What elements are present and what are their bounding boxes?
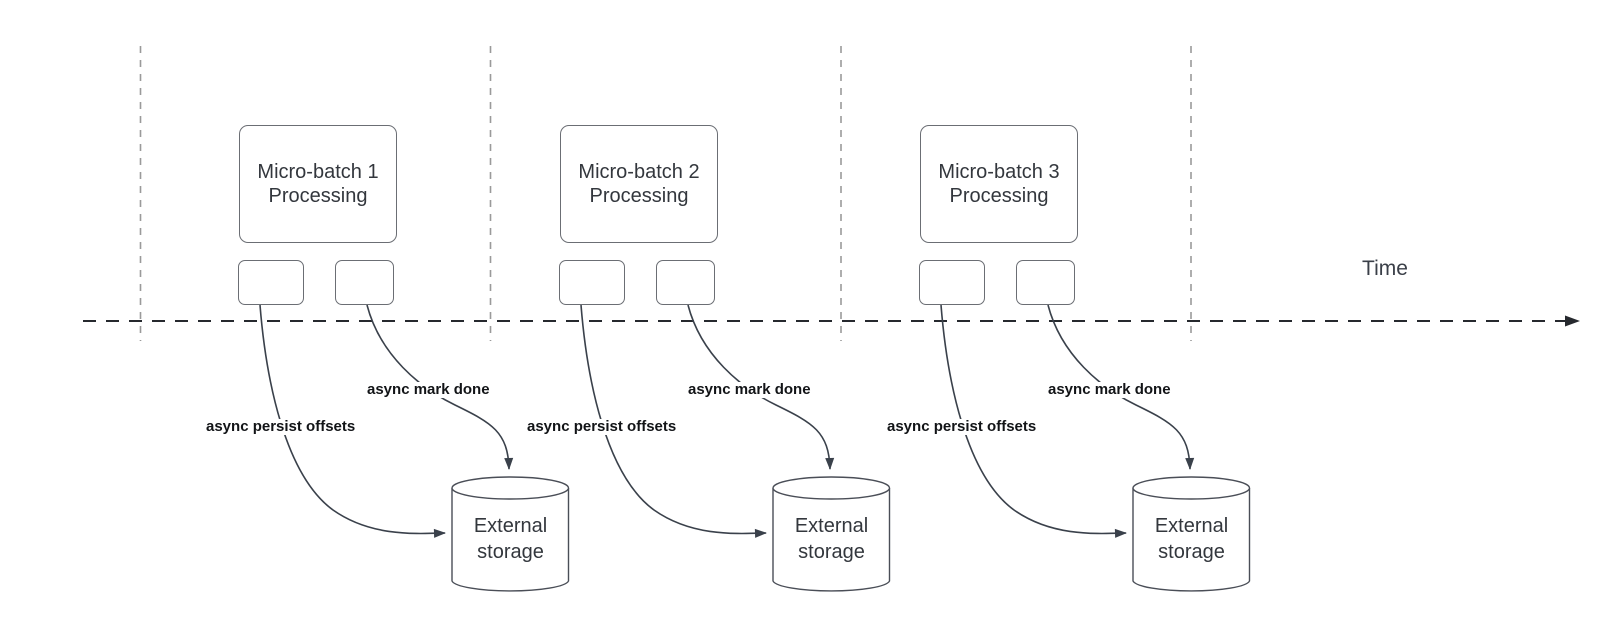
persist-offsets-label: async persist offsets — [525, 418, 679, 435]
cylinder-shape-icon — [1132, 476, 1251, 592]
micro-batch-box-title-line2: Processing — [268, 185, 368, 207]
offsets-task-box — [238, 260, 304, 305]
mark-done-label: async mark done — [686, 381, 813, 398]
external-storage-cylinder: External storage — [772, 476, 891, 593]
external-storage-cylinder: External storage — [1132, 476, 1251, 593]
group-3-connectors — [940, 304, 1195, 538]
offsets-task-box — [559, 260, 625, 305]
cylinder-shape-icon — [451, 476, 570, 592]
group-1-connectors — [259, 304, 514, 538]
external-storage-cylinder: External storage — [451, 476, 570, 593]
mark-done-arrow — [366, 304, 514, 470]
time-axis-label: Time — [1362, 257, 1408, 280]
micro-batch-box-title-line1: Micro-batch 2 — [578, 161, 700, 183]
time-axis-arrowhead-icon — [1565, 315, 1580, 327]
persist-offsets-arrow — [940, 304, 1127, 538]
mark-done-task-box — [1016, 260, 1075, 305]
micro-batch-box-title-line1: Micro-batch 1 — [257, 161, 379, 183]
mark-done-label: async mark done — [1046, 381, 1173, 398]
storage-label-line2: storage — [798, 541, 865, 563]
storage-label-line1: External — [794, 515, 869, 537]
micro-batch-box-title-line1: Micro-batch 3 — [938, 161, 1060, 183]
mark-done-label: async mark done — [365, 381, 492, 398]
persist-offsets-label: async persist offsets — [204, 418, 358, 435]
external-storage-label: External storage — [451, 513, 570, 565]
external-storage-label: External storage — [772, 513, 891, 565]
mark-done-arrow — [687, 304, 835, 470]
mark-done-arrow — [1047, 304, 1195, 470]
storage-label-line1: External — [473, 515, 548, 537]
persist-offsets-arrow — [259, 304, 446, 538]
mark-done-task-box — [335, 260, 394, 305]
group-2-connectors — [580, 304, 835, 538]
storage-label-line2: storage — [477, 541, 544, 563]
cylinder-shape-icon — [772, 476, 891, 592]
micro-batch-box-title-line2: Processing — [589, 185, 689, 207]
storage-label-line2: storage — [1158, 541, 1225, 563]
offsets-task-box — [919, 260, 985, 305]
external-storage-label: External storage — [1132, 513, 1251, 565]
mark-done-task-box — [656, 260, 715, 305]
micro-batch-3-processing-box: Micro-batch 3 Processing — [920, 125, 1078, 243]
micro-batch-2-processing-box: Micro-batch 2 Processing — [560, 125, 718, 243]
storage-label-line1: External — [1154, 515, 1229, 537]
persist-offsets-label: async persist offsets — [885, 418, 1039, 435]
micro-batch-1-processing-box: Micro-batch 1 Processing — [239, 125, 397, 243]
micro-batch-box-title-line2: Processing — [949, 185, 1049, 207]
time-axis — [83, 315, 1580, 327]
persist-offsets-arrow — [580, 304, 767, 538]
